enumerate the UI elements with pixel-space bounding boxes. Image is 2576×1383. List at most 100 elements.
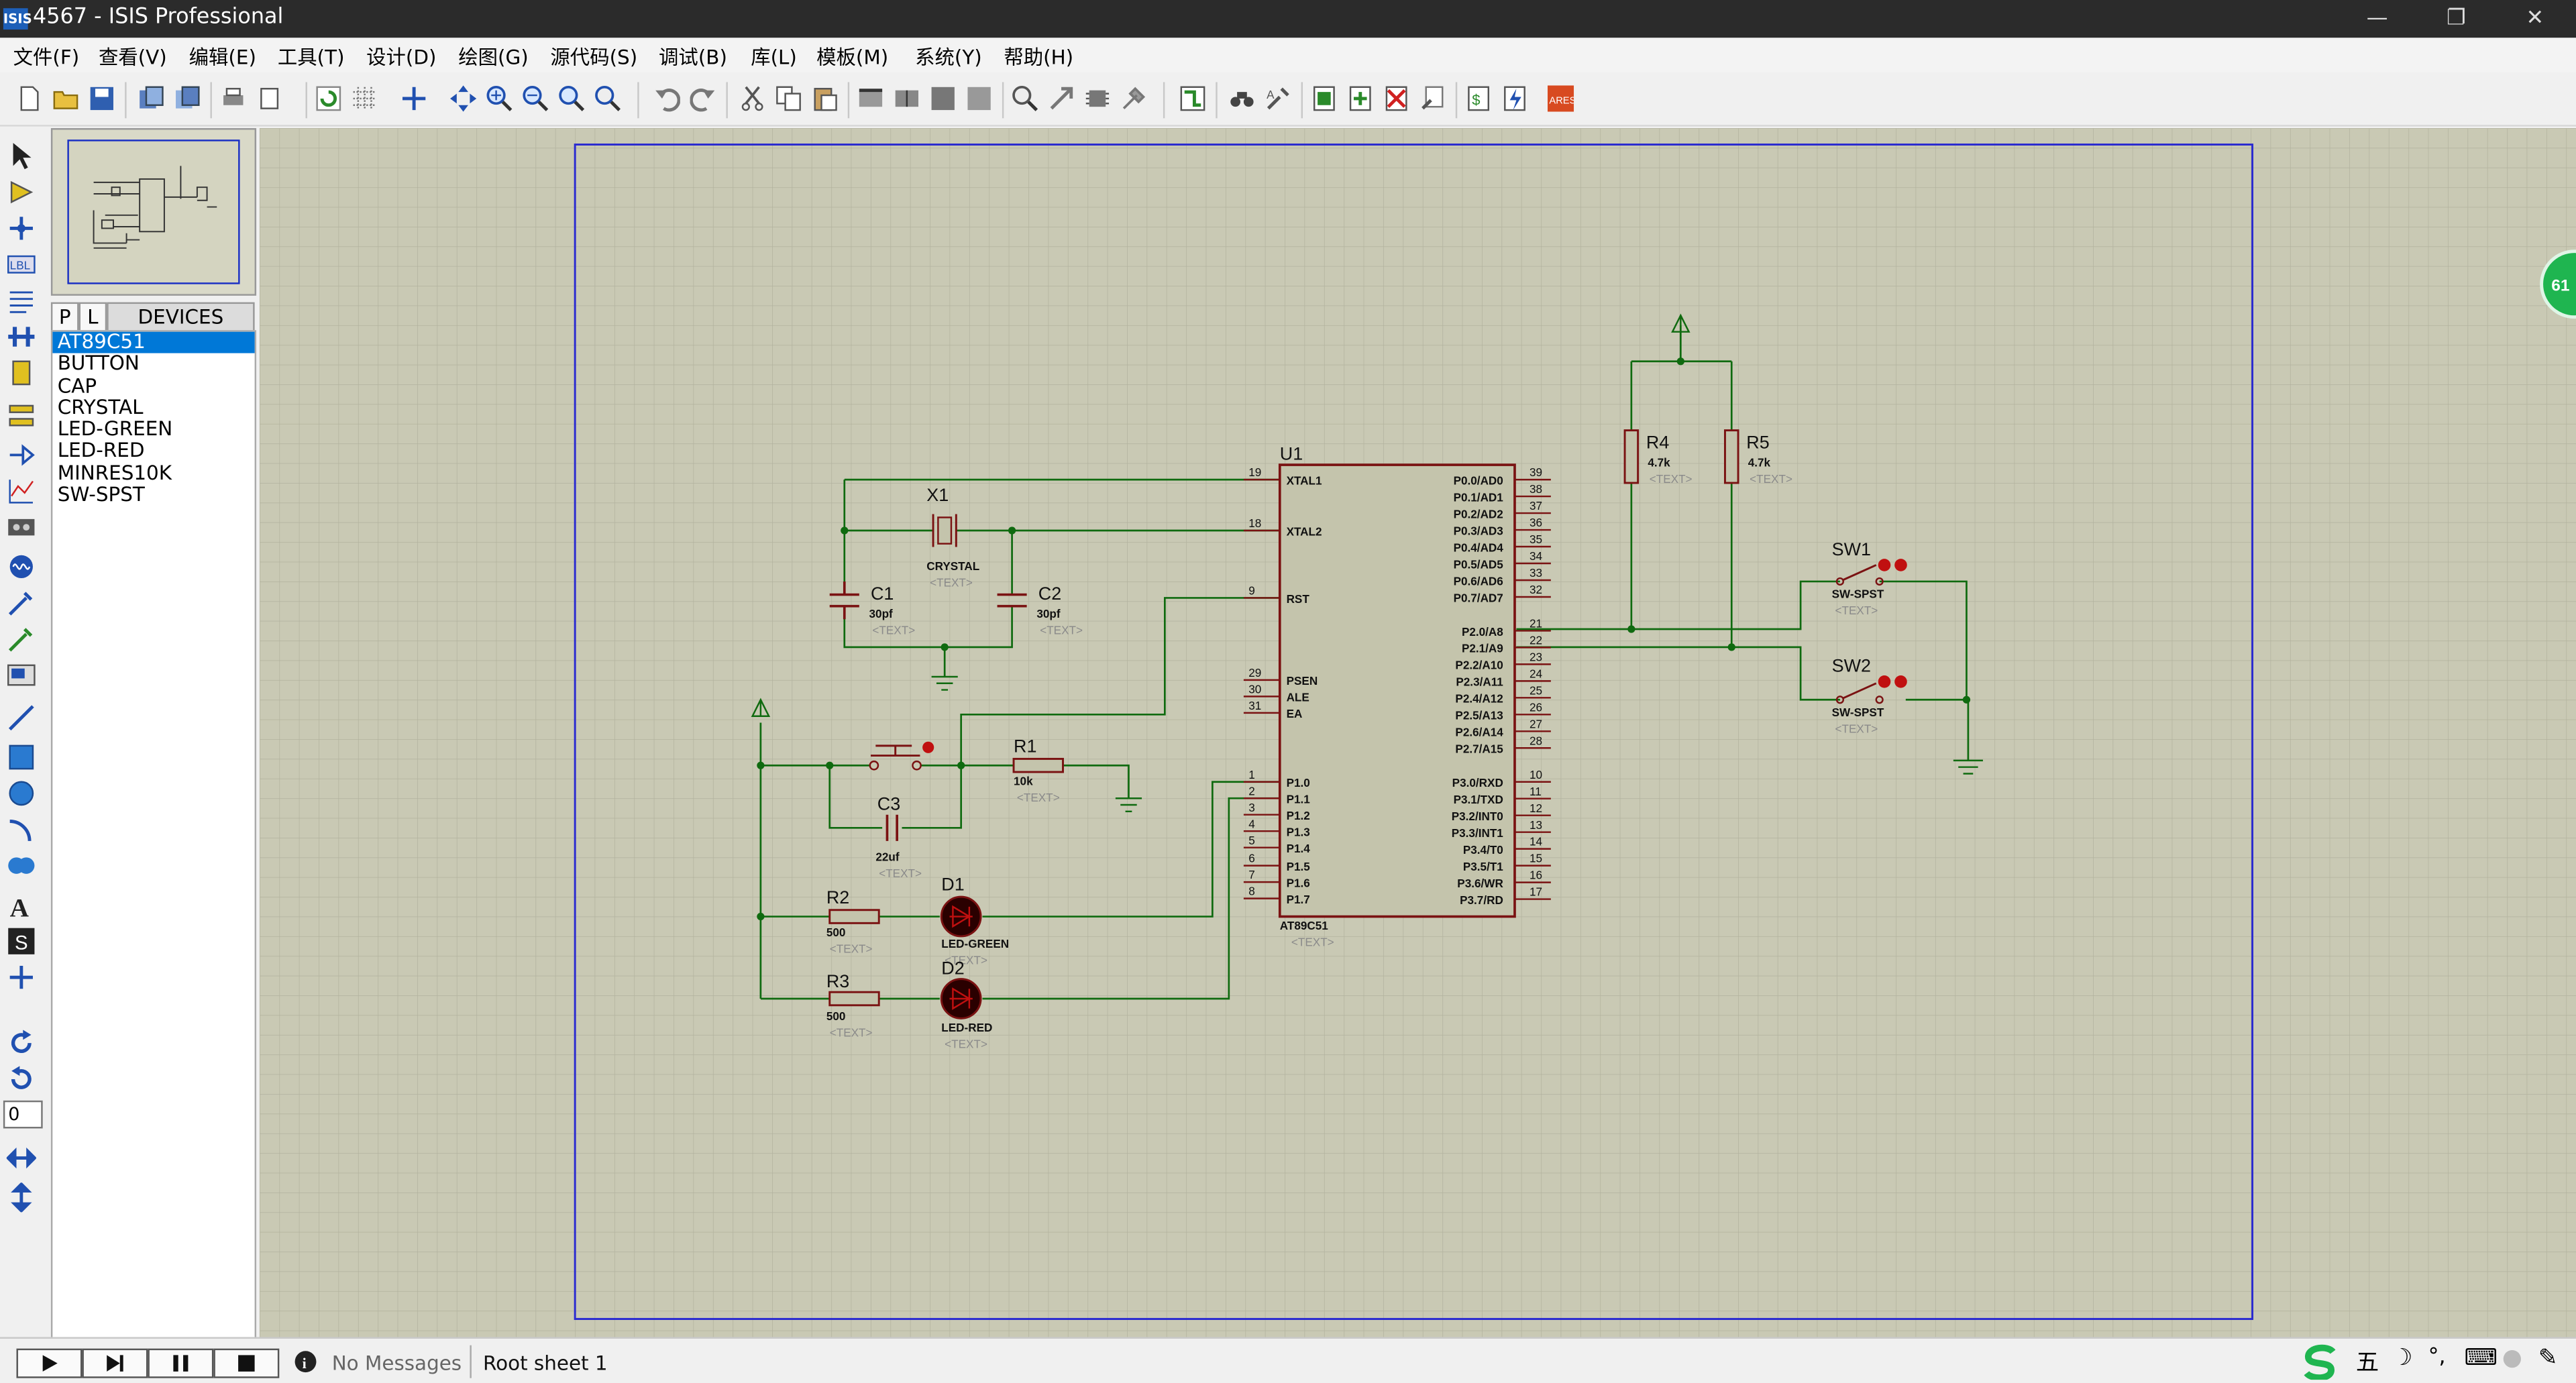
x1-crystal[interactable]: X1 CRYSTAL <TEXT> [926,485,979,589]
text-script-icon[interactable] [7,286,36,315]
restore-button[interactable]: ❐ [2446,6,2466,32]
circle-icon[interactable] [7,779,36,808]
text-icon[interactable]: A [7,890,36,920]
zoom-out-icon[interactable] [523,85,549,111]
electrical-check-icon[interactable] [1501,85,1527,111]
notification-badge[interactable]: 61 [2540,250,2576,319]
print-area-icon[interactable] [256,85,282,111]
device-item-cap[interactable]: CAP [57,374,97,397]
menu-file[interactable]: 文件(F) [13,46,80,69]
schematic-drawing[interactable]: 19XTAL118XTAL29RST29PSEN30ALE31EA1P1.02P… [259,128,2576,1337]
marker-icon[interactable] [7,962,36,992]
menu-graph[interactable]: 绘图(G) [458,46,529,69]
flip-vertical-icon[interactable] [7,1182,36,1213]
open-folder-icon[interactable] [52,85,78,111]
save-icon[interactable] [89,85,115,111]
bom-icon[interactable]: $ [1466,85,1492,111]
grid-icon[interactable] [352,85,378,111]
property-tool-icon[interactable]: A [1265,85,1291,111]
r3-resistor[interactable]: R3 500 <TEXT> [826,971,880,1039]
menu-help[interactable]: 帮助(H) [1004,46,1074,69]
terminal-icon[interactable] [7,401,36,431]
graph-icon[interactable] [7,476,36,506]
menu-view[interactable]: 查看(V) [98,46,167,69]
refresh-icon[interactable] [315,85,341,111]
tape-icon[interactable] [7,512,36,542]
copy-icon[interactable] [775,85,802,111]
export-icon[interactable] [174,85,201,111]
pick-devices-button[interactable]: P [50,302,79,332]
device-item-minres10k[interactable]: MINRES10K [57,461,172,484]
block-rotate-icon[interactable] [930,85,956,111]
undo-icon[interactable] [654,85,680,112]
goto-sheet-icon[interactable] [1419,85,1446,111]
r4-resistor[interactable]: R4 4.7k <TEXT> [1623,429,1693,486]
ime-tools-icon[interactable]: ✎ [2538,1345,2558,1372]
rotation-angle-field[interactable]: 0 [3,1100,43,1129]
packaging-icon[interactable] [1084,85,1110,111]
search-icon[interactable] [1229,85,1255,111]
r1-resistor[interactable]: R1 10k <TEXT> [1012,736,1064,804]
current-probe-icon[interactable] [7,624,36,654]
pick-device-icon[interactable] [1012,85,1038,111]
menu-library[interactable]: 库(L) [751,46,797,69]
generator-icon[interactable] [7,552,36,582]
virtual-instrument-icon[interactable] [7,660,36,689]
close-button[interactable]: ✕ [2526,6,2544,32]
arc-icon[interactable] [7,815,36,844]
path-icon[interactable] [7,851,36,881]
symbol-icon[interactable]: S [7,926,36,956]
menu-system[interactable]: 系统(Y) [915,46,982,69]
block-delete-icon[interactable] [966,85,992,111]
cut-icon[interactable] [739,85,765,111]
redo-icon[interactable] [690,85,716,112]
make-device-icon[interactable] [1048,85,1074,111]
overview-viewport[interactable] [67,140,240,284]
ares-icon[interactable]: ARES [1547,85,1574,112]
flip-horizontal-icon[interactable] [6,1144,36,1173]
new-file-icon[interactable] [16,85,42,111]
stop-button[interactable] [213,1348,280,1378]
block-move-icon[interactable] [894,85,920,111]
box-icon[interactable] [7,742,36,772]
block-copy-icon[interactable] [857,85,883,111]
sw1-switch[interactable]: SW1 SW-SPST <TEXT> [1832,539,1907,617]
device-item-led-red[interactable]: LED-RED [57,439,145,463]
menu-debug[interactable]: 调试(B) [659,46,727,69]
ime-keyboard-icon[interactable]: ⌨ [2464,1345,2498,1372]
step-button[interactable] [82,1348,148,1378]
add-sheet-icon[interactable] [1347,85,1373,111]
print-icon[interactable] [220,85,246,111]
zoom-in-icon[interactable] [486,85,513,111]
zoom-all-icon[interactable] [559,85,585,111]
c3-capacitor[interactable]: C3 22uf <TEXT> [875,793,922,879]
sogou-ime-icon[interactable] [2300,1343,2343,1380]
sw2-switch[interactable]: SW2 SW-SPST <TEXT> [1832,656,1907,736]
import-icon[interactable] [138,85,164,111]
device-item-sw-spst[interactable]: SW-SPST [57,483,145,506]
new-sheet-icon[interactable] [1311,85,1337,111]
subcircuit-icon[interactable] [7,358,36,388]
overview-window[interactable] [50,128,257,296]
component-icon[interactable] [7,177,36,207]
pause-button[interactable] [148,1348,214,1378]
ime-wubi-icon[interactable]: 五 [2355,1350,2379,1377]
menu-edit[interactable]: 编辑(E) [189,46,256,69]
c2-capacitor[interactable]: C2 30pf <TEXT> [997,584,1083,637]
c1-capacitor[interactable]: C1 30pf <TEXT> [829,581,915,637]
bus-icon[interactable] [7,322,36,351]
device-item-at89c51[interactable]: AT89C51 [52,331,255,354]
select-icon[interactable] [7,142,36,171]
messages-status[interactable]: No Messages [331,1351,462,1375]
paste-icon[interactable] [812,85,838,111]
reset-button-component[interactable] [869,741,934,771]
wire-label-icon[interactable]: LBL [7,250,36,279]
wire-autoroute-icon[interactable] [1179,85,1205,111]
r5-resistor[interactable]: R5 4.7k <TEXT> [1723,429,1792,486]
r2-resistor[interactable]: R2 500 <TEXT> [826,887,880,955]
d1-led-green[interactable]: D1 LED-GREEN <TEXT> [940,874,1009,967]
zoom-area-icon[interactable] [595,85,621,111]
ime-user-icon[interactable]: ● [2502,1345,2522,1372]
origin-icon[interactable] [401,85,427,111]
